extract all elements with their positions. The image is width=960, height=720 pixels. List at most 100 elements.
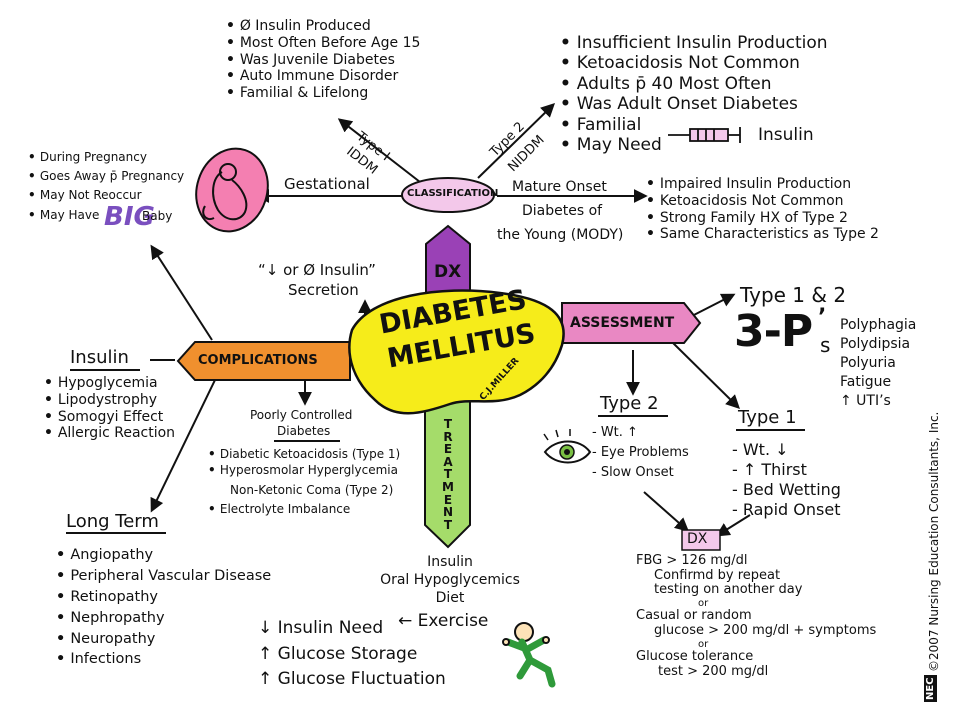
poorly-list: Diabetic Ketoacidosis (Type 1) Hyperosmo… <box>208 446 400 478</box>
list-item: Peripheral Vascular Disease <box>56 566 271 587</box>
long-term-list: Angiopathy Peripheral Vascular Disease R… <box>56 545 271 670</box>
insulin-comp-list: Hypoglycemia Lipodystrophy Somogyi Effec… <box>44 375 175 442</box>
list-item: Polyuria <box>840 355 896 372</box>
dx-line: testing on another day <box>654 582 803 598</box>
treatment-lines: Insulin Oral Hypoglycemics Diet <box>370 553 530 608</box>
list-item: Adults p̄ 40 Most Often <box>560 74 828 94</box>
classification-ellipse <box>401 177 495 213</box>
dx-line: Confirmd by repeat <box>654 567 781 583</box>
list-item: - Eye Problems <box>592 445 689 461</box>
list-item: Was Adult Onset Diabetes <box>560 94 828 114</box>
treatment-line: Insulin <box>427 554 473 570</box>
list-item: Allergic Reaction <box>44 425 175 442</box>
treatment-letter: E <box>443 442 453 457</box>
poorly-list-last: Electrolyte Imbalance <box>208 502 350 516</box>
treatment-letter: E <box>443 492 453 507</box>
poorly-line2: Diabetes <box>277 424 331 438</box>
treatment-letter: T <box>443 517 453 532</box>
dx-criteria: FBG > 126 mg/dl Confirmd by repeat testi… <box>636 553 877 679</box>
list-item: Familial & Lifelong <box>226 85 420 102</box>
treatment-letter: A <box>443 454 453 469</box>
list-item: Diabetic Ketoacidosis (Type 1) <box>208 446 400 462</box>
classification-label: CLASSIFICATION <box>407 188 499 199</box>
treatment-letter: N <box>442 505 454 520</box>
list-item: - Slow Onset <box>592 465 674 481</box>
dx-arm-label: DX <box>434 262 462 282</box>
list-item: Polydipsia <box>840 336 911 353</box>
list-item: - Wt. ↑ <box>592 425 638 440</box>
three-ps-items: Polyphagia Polydipsia Polyuria Fatigue ↑… <box>840 316 916 411</box>
list-item: Ketoacidosis Not Common <box>560 53 828 73</box>
copyright-text: ©2007 Nursing Education Consultants, Inc… <box>927 411 941 672</box>
dx-line: or <box>698 638 709 650</box>
list-item: During Pregnancy <box>28 148 184 167</box>
list-item: May Need <box>560 135 828 155</box>
mody-list: Impaired Insulin Production Ketoacidosis… <box>646 176 879 243</box>
baby-word: Baby <box>142 209 173 223</box>
list-item: Hypoglycemia <box>44 375 175 392</box>
three-ps-word: 3-P <box>734 306 813 357</box>
list-item: - ↑ Thirst <box>732 460 807 479</box>
list-item: Neuropathy <box>56 629 271 650</box>
list-item: Infections <box>56 649 271 670</box>
treatment-letter: R <box>443 429 453 444</box>
complications-arm <box>176 341 351 381</box>
three-ps-tick: ’ <box>818 305 827 330</box>
list-item: Same Characteristics as Type 2 <box>646 226 879 243</box>
treatment-letter: T <box>443 467 453 482</box>
dx-line: FBG > 126 mg/dl <box>636 553 748 568</box>
list-item: Impaired Insulin Production <box>646 176 879 193</box>
treatment-letter: M <box>442 479 454 494</box>
list-item: Ketoacidosis Not Common <box>646 193 879 210</box>
dx-line: test > 200 mg/dl <box>658 663 769 679</box>
list-item: ↑ UTI’s <box>840 393 891 410</box>
eye-drawing <box>543 429 592 464</box>
dx-line: Glucose tolerance <box>636 649 754 665</box>
complications-label: COMPLICATIONS <box>198 353 318 368</box>
type12-title: Type 1 & 2 <box>740 283 847 307</box>
poorly-continuation: Non-Ketonic Coma (Type 2) <box>230 483 394 497</box>
dx-line: glucose > 200 mg/dl + symptoms <box>654 623 877 639</box>
type1-assess-items: - Wt. ↓ - ↑ Thirst - Bed Wetting - Rapid… <box>732 440 841 520</box>
list-item: Angiopathy <box>56 545 271 566</box>
big-word: BIG <box>104 202 155 232</box>
assessment-dx-box <box>681 529 721 551</box>
list-item: - Rapid Onset <box>732 500 841 519</box>
dx-line: Casual or random <box>636 608 752 624</box>
effect-line: ↑ Glucose Storage <box>258 643 418 664</box>
mody-line1: Mature Onset <box>512 179 607 195</box>
list-item: Strong Family HX of Type 2 <box>646 210 879 227</box>
list-item: Polyphagia <box>840 317 917 333</box>
list-item: Somogyi Effect <box>44 409 175 426</box>
center-blob <box>348 289 565 415</box>
type2-list: Insufficient Insulin Production Ketoacid… <box>560 33 828 155</box>
exercise-effects: ↓ Insulin Need ↑ Glucose Storage ↑ Gluco… <box>258 616 446 693</box>
list-item: Hyperosmolar Hyperglycemia <box>208 462 400 478</box>
effect-line: ↑ Glucose Fluctuation <box>258 669 446 689</box>
list-item: Ø Insulin Produced <box>226 18 420 35</box>
treatment-letter: T <box>443 417 453 431</box>
treatment-line: Oral Hypoglycemics <box>380 572 520 589</box>
list-item: - Wt. ↓ <box>732 440 789 459</box>
list-item: Auto Immune Disorder <box>226 68 420 85</box>
list-item: Nephropathy <box>56 608 271 629</box>
dx-box-label: DX <box>687 531 708 547</box>
list-item: Lipodystrophy <box>44 392 175 409</box>
list-item: Familial <box>560 115 828 135</box>
list-item: May Not Reoccur <box>28 186 184 205</box>
type1-assess-title: Type 1 <box>738 407 797 428</box>
type2-assess-items: - Wt. ↑ - Eye Problems - Slow Onset <box>592 423 689 483</box>
list-item: Was Juvenile Diabetes <box>226 52 420 69</box>
three-ps-suffix: s <box>820 333 831 357</box>
connector-lines <box>66 103 805 537</box>
gestational-list: During Pregnancy Goes Away p̄ Pregnancy … <box>28 148 184 225</box>
mody-line3: the Young (MODY) <box>497 227 624 243</box>
list-item: Insufficient Insulin Production <box>560 33 828 53</box>
type2-insulin-label: Insulin <box>758 125 814 145</box>
runner-drawing <box>502 622 556 688</box>
mody-line2: Diabetes of <box>522 203 603 219</box>
dx-line: or <box>698 598 709 610</box>
exercise-label: ← Exercise <box>398 611 489 631</box>
long-term-title: Long Term <box>66 511 159 532</box>
